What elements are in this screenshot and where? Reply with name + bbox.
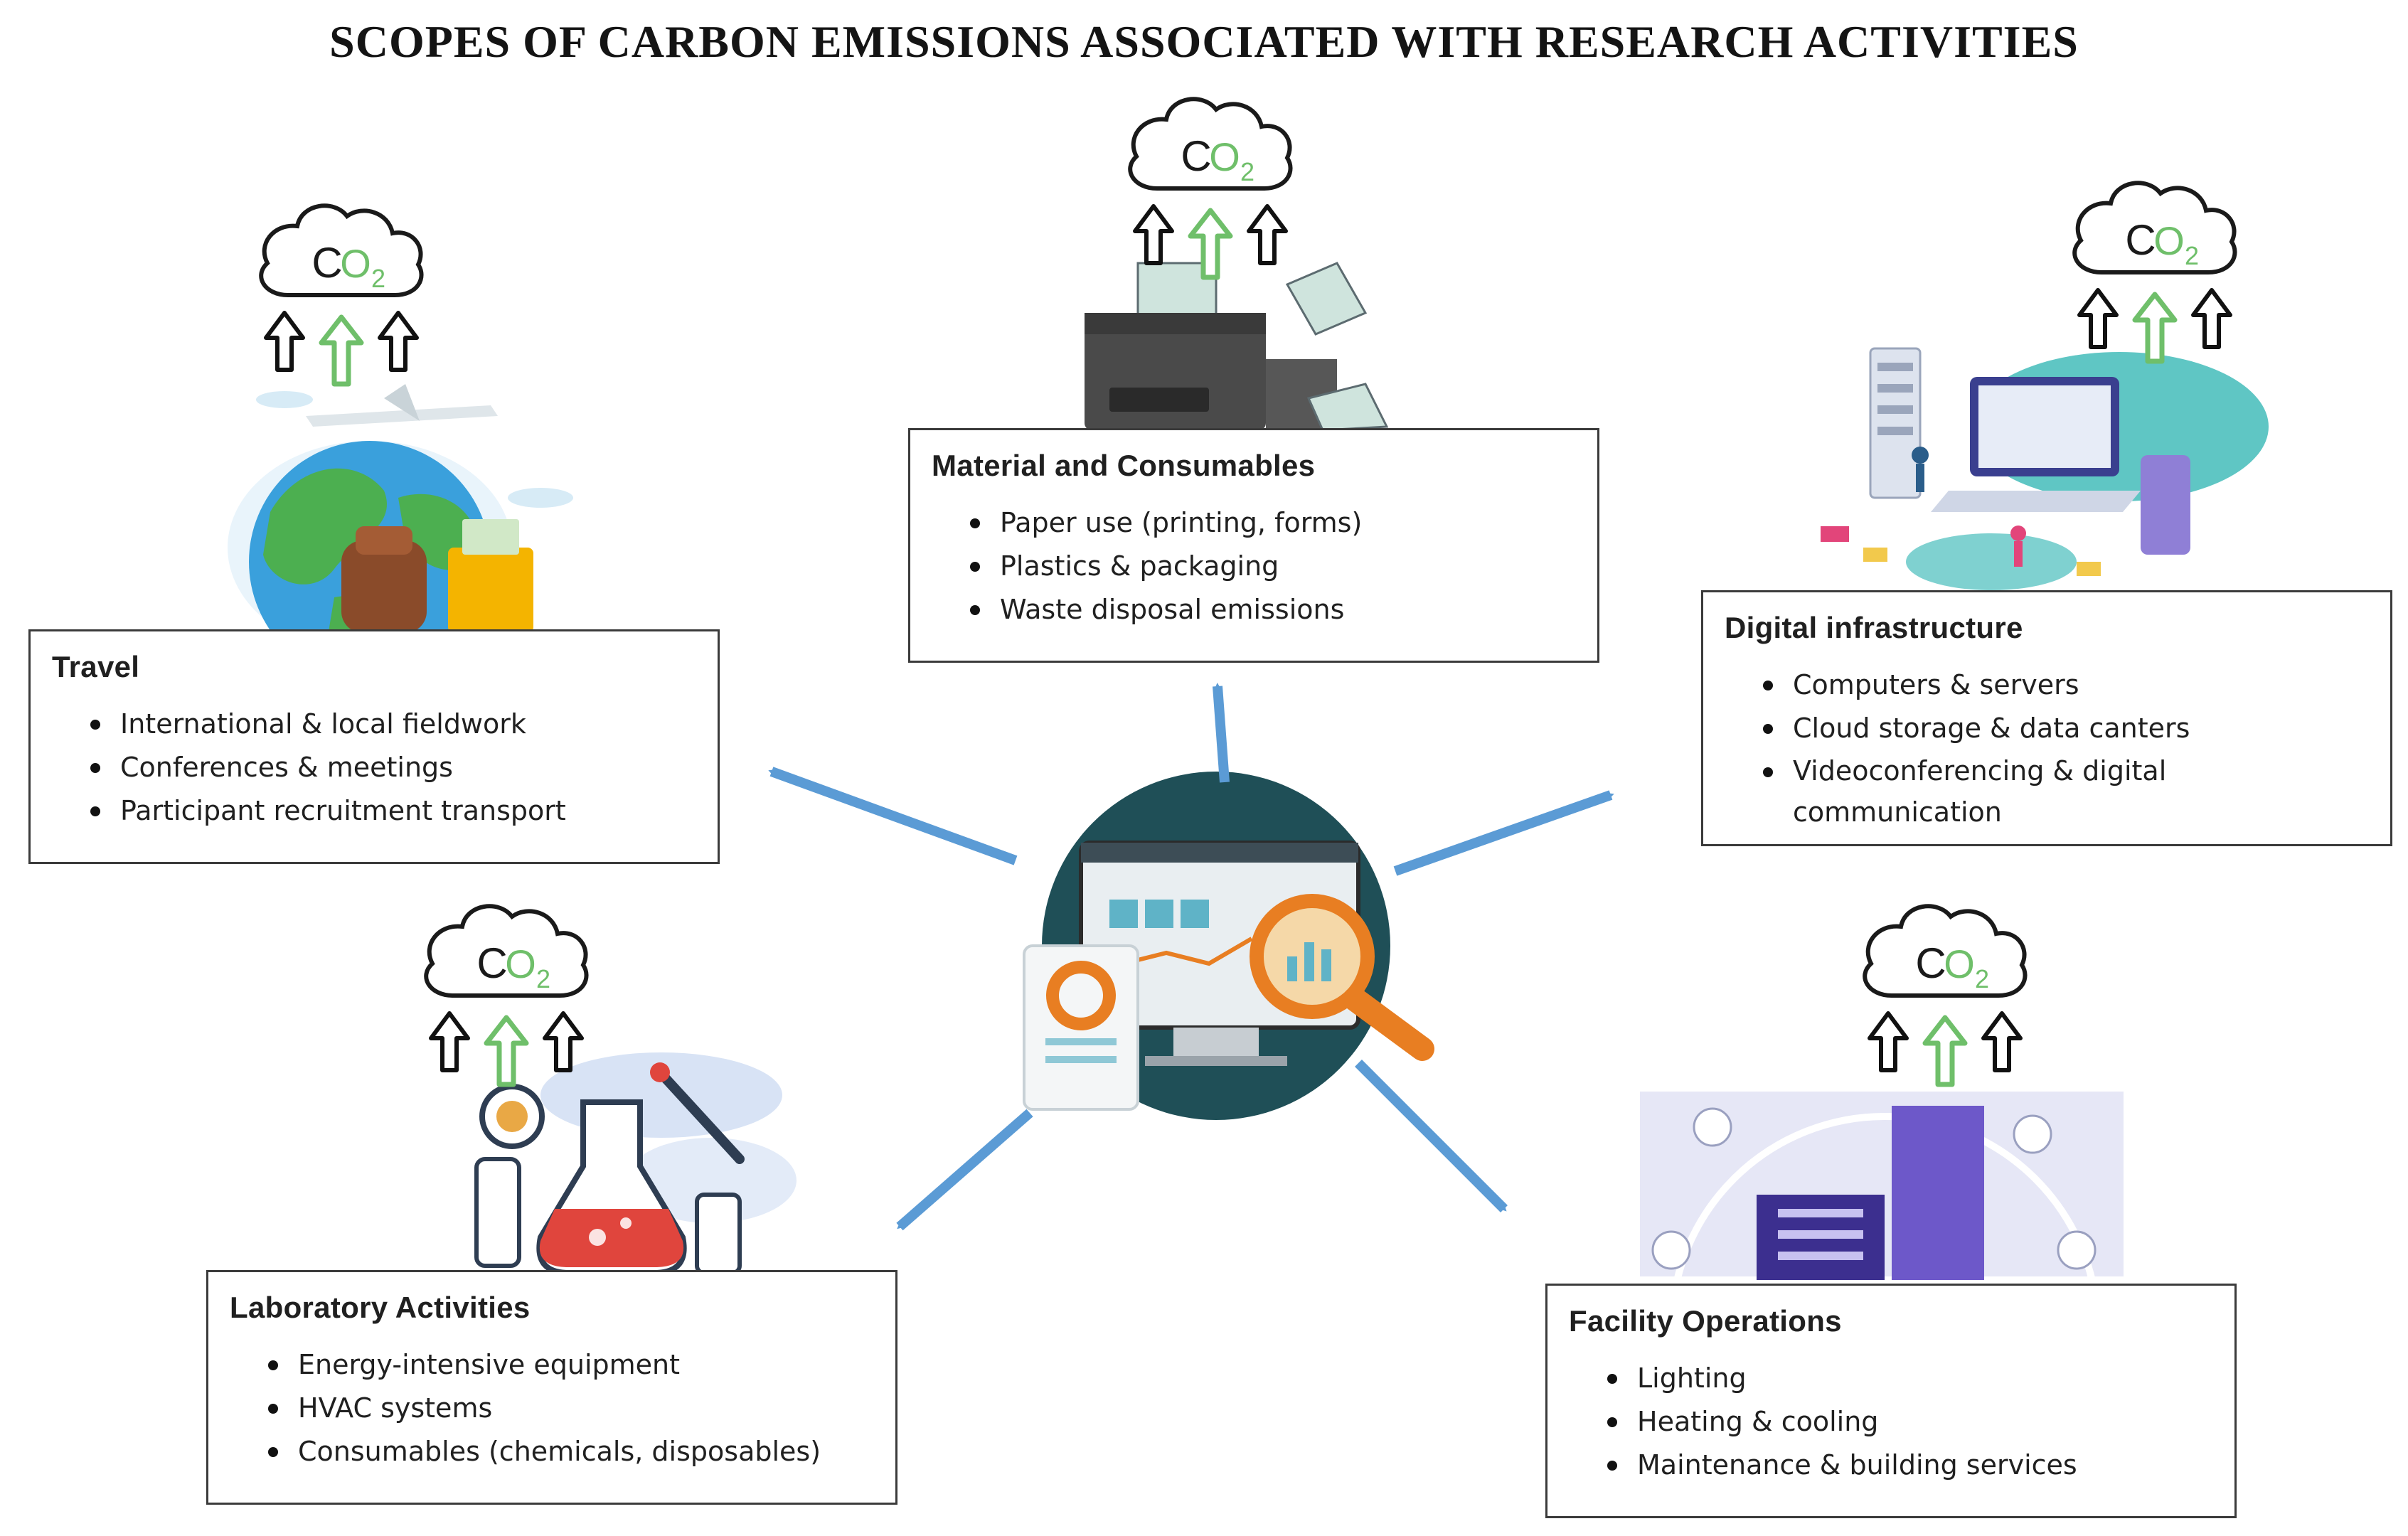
list-item: Lighting bbox=[1569, 1357, 2213, 1400]
arrow-to-digital bbox=[1393, 790, 1614, 876]
facility-box: Facility Operations Lighting Heating & c… bbox=[1545, 1284, 2237, 1518]
connector-arrows bbox=[768, 683, 1614, 1231]
center-research-icon bbox=[1023, 772, 1434, 1120]
facility-list: Lighting Heating & cooling Maintenance &… bbox=[1569, 1357, 2213, 1487]
facility-illustration bbox=[1640, 1092, 2124, 1536]
material-heading: Material and Consumables bbox=[932, 449, 1316, 482]
digital-box: Digital infrastructure Computers & serve… bbox=[1701, 590, 2392, 846]
page-title: SCOPES OF CARBON EMISSIONS ASSOCIATED WI… bbox=[329, 16, 2079, 67]
list-item: Paper use (printing, forms) bbox=[932, 501, 1576, 545]
travel-box: Travel International & local fieldwork C… bbox=[28, 629, 720, 864]
list-item: Energy-intensive equipment bbox=[230, 1343, 874, 1387]
digital-co2-cloud-icon bbox=[2074, 183, 2234, 361]
list-item: Heating & cooling bbox=[1569, 1400, 2213, 1444]
list-item: Plastics & packaging bbox=[932, 545, 1576, 588]
list-item: Cloud storage & data canters bbox=[1725, 707, 2369, 750]
facility-co2-cloud-icon bbox=[1865, 906, 2025, 1084]
lab-illustration bbox=[474, 1052, 797, 1276]
arrow-to-facility bbox=[1355, 1060, 1508, 1212]
material-list: Paper use (printing, forms) Plastics & p… bbox=[932, 501, 1576, 631]
list-item: Maintenance & building services bbox=[1569, 1444, 2213, 1487]
lab-co2-cloud-icon bbox=[426, 906, 586, 1084]
digital-illustration bbox=[1821, 347, 2269, 590]
digital-heading: Digital infrastructure bbox=[1725, 611, 2023, 644]
travel-list: International & local fieldwork Conferen… bbox=[52, 703, 696, 833]
laboratory-list: Energy-intensive equipment HVAC systems … bbox=[230, 1343, 874, 1473]
list-item: Conferences & meetings bbox=[52, 746, 696, 789]
list-item: Waste disposal emissions bbox=[932, 588, 1576, 631]
list-item: Computers & servers bbox=[1725, 663, 2369, 707]
arrow-to-laboratory bbox=[896, 1109, 1033, 1231]
material-box: Material and Consumables Paper use (prin… bbox=[908, 428, 1599, 663]
digital-list: Computers & servers Cloud storage & data… bbox=[1725, 663, 2369, 833]
arrow-to-material bbox=[1213, 683, 1230, 783]
travel-heading: Travel bbox=[52, 650, 140, 683]
list-item: Consumables (chemicals, disposables) bbox=[230, 1430, 874, 1473]
list-item: Videoconferencing & digital communicatio… bbox=[1725, 750, 2369, 833]
travel-co2-cloud-icon bbox=[261, 206, 421, 384]
list-item: Participant recruitment transport bbox=[52, 789, 696, 833]
facility-heading: Facility Operations bbox=[1569, 1304, 1842, 1338]
material-co2-cloud-icon bbox=[1130, 99, 1290, 277]
printer-illustration bbox=[1085, 262, 1389, 432]
laboratory-box: Laboratory Activities Energy-intensive e… bbox=[206, 1270, 897, 1505]
list-item: International & local fieldwork bbox=[52, 703, 696, 746]
list-item: HVAC systems bbox=[230, 1387, 874, 1430]
laboratory-heading: Laboratory Activities bbox=[230, 1291, 531, 1324]
travel-illustration bbox=[228, 384, 573, 683]
arrow-to-travel bbox=[768, 767, 1018, 865]
